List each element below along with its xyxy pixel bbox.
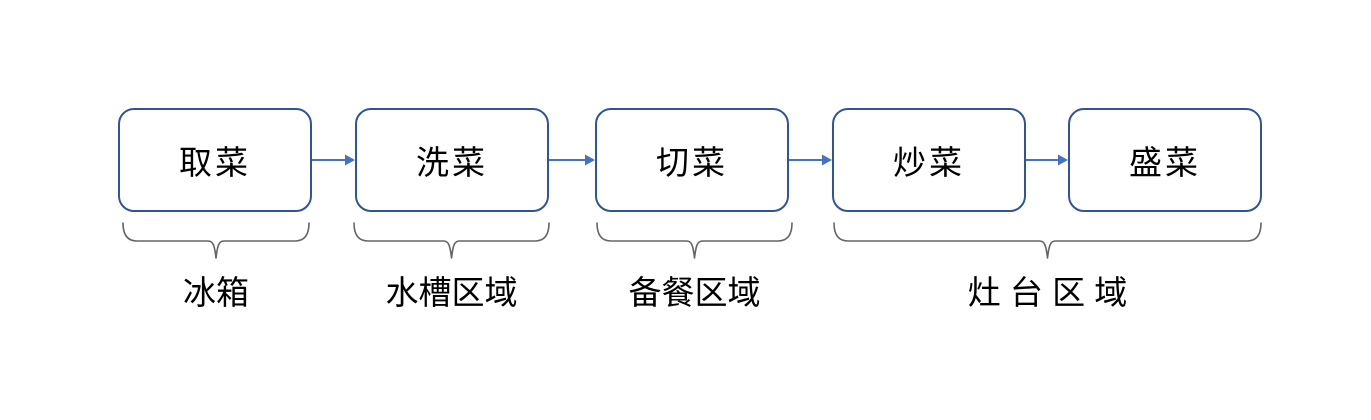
flow-step-box-4: 炒菜 [832, 108, 1026, 212]
arrow-right-icon [1026, 154, 1068, 166]
flow-step-box-2: 洗菜 [355, 108, 549, 212]
arrow-right-icon [789, 154, 832, 166]
arrow-right-icon [549, 154, 595, 166]
zone-label-fridge: 冰箱 [183, 274, 249, 311]
flow-step-box-3: 切菜 [595, 108, 789, 212]
zone-label-stove-area: 灶 台 区 域 [967, 274, 1128, 311]
curly-brace-icon [833, 222, 1262, 259]
arrow-right-icon [312, 154, 355, 166]
curly-brace-icon [596, 222, 793, 259]
flow-step-box-5: 盛菜 [1068, 108, 1262, 212]
zone-label-prep-area: 备餐区域 [628, 274, 761, 311]
curly-brace-icon [122, 222, 310, 259]
zone-label-sink-area: 水槽区域 [385, 274, 518, 311]
flow-step-box-1: 取菜 [118, 108, 312, 212]
curly-brace-icon [353, 222, 550, 259]
